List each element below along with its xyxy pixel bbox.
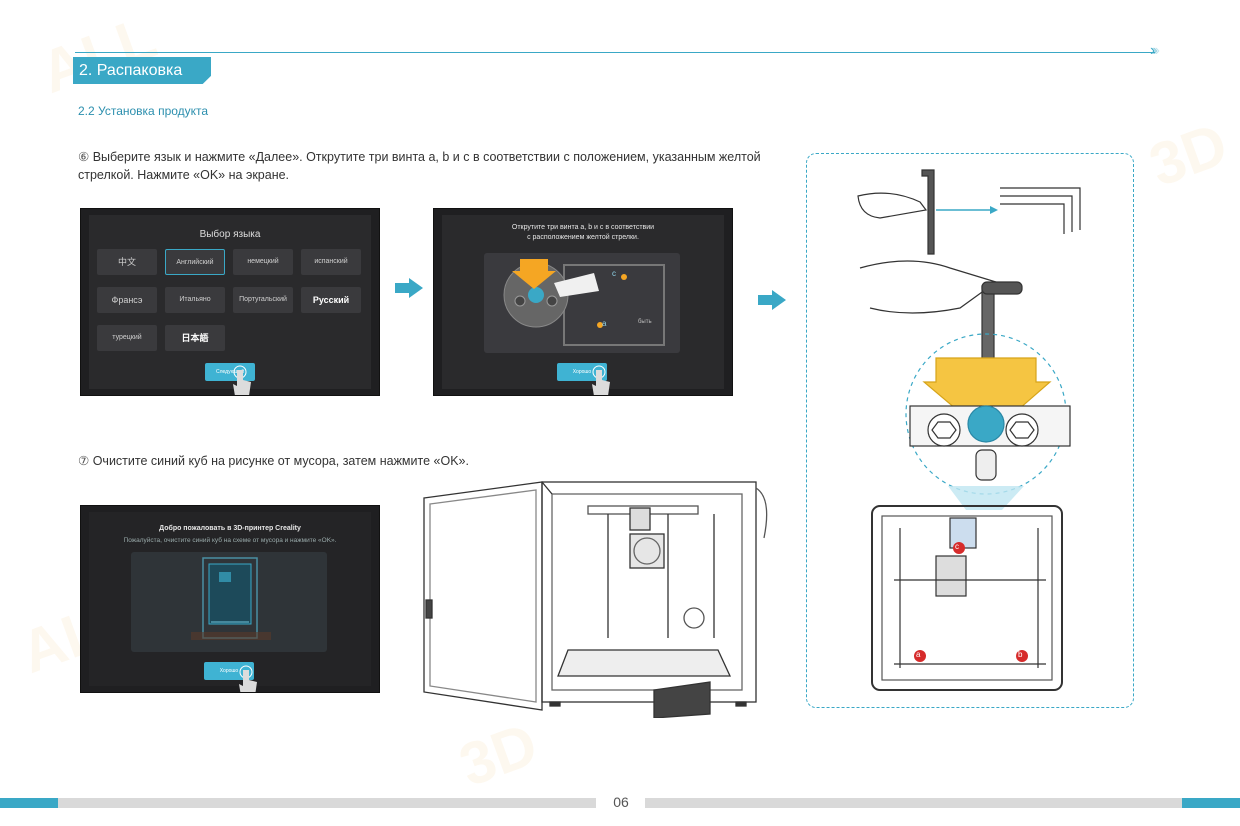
- watermark: 3D: [450, 709, 546, 800]
- lang-option[interactable]: турецкий: [97, 325, 157, 351]
- lang-option[interactable]: 日本語: [165, 325, 225, 351]
- footer-rule-right: [645, 798, 1182, 808]
- marker-label-b: b: [1018, 650, 1023, 659]
- lang-option-selected[interactable]: Английский: [165, 249, 225, 275]
- welcome-screen-panel: Добро пожаловать в 3D-принтер Creality П…: [89, 512, 371, 686]
- footer-bar-right: [1182, 798, 1240, 808]
- step-7-number: ⑦: [78, 454, 90, 468]
- header-rule: [75, 52, 1155, 53]
- section-title: 2. Распаковка: [73, 57, 211, 84]
- printer-top-diagram: c a быть: [484, 253, 680, 353]
- language-screen-panel: Выбор языка 中文 Английский немецкий испан…: [89, 215, 371, 389]
- screw-label-a: a: [602, 319, 607, 328]
- pointing-hand-icon: [239, 665, 257, 692]
- welcome-title: Добро пожаловать в 3D-принтер Creality: [159, 525, 301, 532]
- language-screen: Выбор языка 中文 Английский немецкий испан…: [80, 208, 380, 396]
- step-7-text: Очистите синий куб на рисунке от мусора,…: [92, 454, 469, 468]
- subsection-title: 2.2 Установка продукта: [78, 104, 209, 118]
- header-chevrons: ›››: [1150, 42, 1160, 59]
- printer-open-door-illustration: [423, 481, 768, 718]
- screw-label-c: c: [612, 269, 616, 278]
- welcome-screen: Добро пожаловать в 3D-принтер Creality П…: [80, 505, 380, 693]
- step-7-instruction: ⑦ Очистите синий куб на рисунке от мусор…: [78, 452, 469, 470]
- screw-screen: Открутите три винта a, b и c в соответст…: [433, 208, 733, 396]
- footer-bar-left: [0, 798, 58, 808]
- marker-label-c: c: [955, 542, 959, 551]
- pointing-hand-icon: [592, 365, 610, 395]
- step-6-number: ⑥: [78, 150, 90, 164]
- step-6-text: Выберите язык и нажмите «Далее». Открути…: [78, 150, 761, 182]
- watermark: ALL: [32, 3, 165, 106]
- screw-removal-panel: [806, 153, 1134, 708]
- marker-label-a: a: [916, 650, 921, 659]
- lang-option[interactable]: Франсэ: [97, 287, 157, 313]
- screw-label-b: быть: [638, 319, 652, 325]
- lang-option[interactable]: 中文: [97, 249, 157, 275]
- arrow-right-icon: [758, 290, 786, 310]
- lang-option[interactable]: Итальяно: [165, 287, 225, 313]
- printer-preview: [131, 552, 327, 652]
- screw-message-line1: Открутите три винта a, b и c в соответст…: [511, 224, 655, 231]
- screw-message-line2: с расположением желтой стрелки.: [527, 234, 639, 241]
- watermark: 3D: [1140, 109, 1236, 200]
- footer-rule-left: [58, 798, 596, 808]
- lang-option[interactable]: немецкий: [233, 249, 293, 275]
- printer-cube-icon: [191, 557, 271, 640]
- lang-option[interactable]: Португальский: [233, 287, 293, 313]
- screw-diagram-icon: [503, 259, 665, 346]
- welcome-subtitle: Пожалуйста, очистите синий куб на схеме …: [123, 537, 337, 544]
- language-title: Выбор языка: [199, 229, 261, 240]
- arrow-right-icon: [395, 278, 423, 298]
- lang-option[interactable]: испанский: [301, 249, 361, 275]
- pointing-hand-icon: [233, 365, 251, 395]
- page-number: 06: [613, 794, 629, 810]
- step-6-instruction: ⑥ Выберите язык и нажмите «Далее». Откру…: [78, 148, 778, 184]
- lang-option[interactable]: Русский: [301, 287, 361, 313]
- screw-removal-illustration: [857, 169, 1081, 691]
- screw-screen-panel: Открутите три винта a, b и c в соответст…: [442, 215, 724, 389]
